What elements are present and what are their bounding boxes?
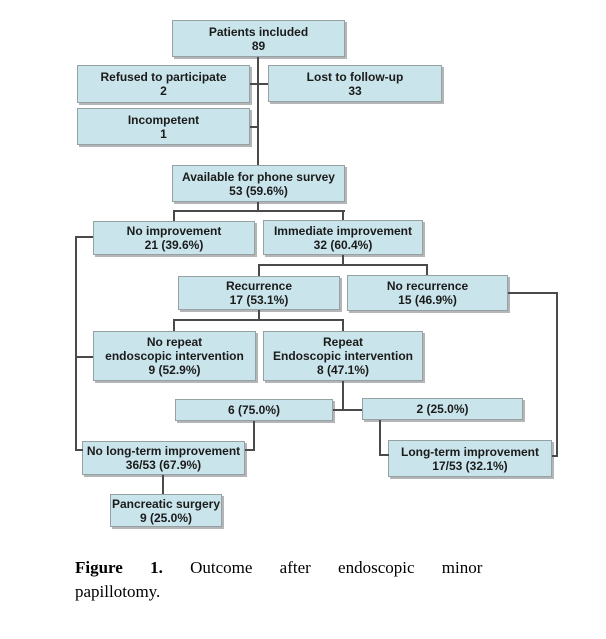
connector-no-longterm-to-pancreatic [162, 475, 164, 494]
node-value: 2 (25.0%) [416, 402, 469, 416]
node-label: Immediate improvement [273, 223, 413, 238]
figure-caption-label: Figure 1. [75, 558, 163, 577]
node-immediate-improvement: Immediate improvement 32 (60.4%) [263, 220, 423, 255]
connector-rail-longterm [552, 455, 558, 457]
node-lost-to-follow-up: Lost to follow-up 33 [268, 65, 442, 102]
node-label: Incompetent [127, 112, 200, 127]
figure-caption-line2: papillotomy. [75, 582, 161, 601]
node-label-line1: No repeat [146, 335, 203, 349]
node-value: 89 [251, 38, 266, 53]
connector-rail-no-longterm [75, 449, 83, 451]
node-value: 1 [160, 126, 167, 141]
node-value: 36/53 (67.9%) [125, 458, 202, 472]
connector-refused-lost [250, 83, 268, 85]
node-label: Patients included [208, 24, 309, 39]
node-value: 33 [348, 83, 362, 98]
figure-caption-text: Outcome after endoscopic minor [190, 558, 483, 577]
connector-split-improvement [173, 210, 345, 212]
node-patients-included: Patients included 89 [172, 20, 345, 57]
connector-split-recurrence [258, 264, 428, 266]
node-label: Lost to follow-up [306, 69, 404, 84]
node-value: 8 (47.1%) [316, 363, 370, 377]
node-label-line1: Repeat [322, 335, 363, 349]
connector-incompetent [250, 126, 259, 128]
node-value: 53 (59.6%) [229, 183, 288, 198]
node-value: 17 (53.1%) [229, 293, 289, 307]
connector-to-immediate-improvement [342, 210, 344, 220]
node-value: 6 (75.0%) [227, 403, 281, 417]
node-label: No recurrence [386, 279, 469, 293]
connector-split-repeat [173, 319, 344, 321]
connector-to-repeat [342, 319, 344, 331]
connector-left-rail [75, 236, 77, 451]
connector-two-down [379, 420, 381, 456]
figure-caption-line1: Figure 1. Outcome after endoscopic minor [75, 556, 537, 580]
node-value: 2 [160, 84, 167, 98]
node-available-for-phone-survey: Available for phone survey 53 (59.6%) [172, 165, 345, 202]
connector-repeat-down [342, 381, 344, 411]
figure-caption: Figure 1. Outcome after endoscopic minor… [75, 556, 537, 604]
node-recurrence: Recurrence 17 (53.1%) [178, 276, 340, 310]
node-no-improvement: No improvement 21 (39.6%) [93, 221, 255, 255]
connector-to-no-repeat [173, 319, 175, 331]
connector-patients-to-available [257, 57, 259, 165]
connector-six-to-no-longterm [245, 449, 255, 451]
node-label-line2: Endoscopic intervention [272, 349, 413, 363]
node-no-repeat-endoscopic-intervention: No repeat endoscopic intervention 9 (52.… [93, 331, 256, 381]
connector-six-two [333, 409, 362, 411]
node-label: Long-term improvement [400, 444, 539, 459]
connector-to-no-recurrence [426, 264, 428, 275]
node-incompetent: Incompetent 1 [77, 108, 250, 145]
connector-rail-no-repeat [75, 356, 93, 358]
connector-two-to-longterm [380, 454, 389, 456]
connector-six-down [253, 421, 255, 451]
node-value: 21 (39.6%) [144, 238, 204, 252]
connector-immediate-down [342, 255, 344, 266]
node-six-75pct: 6 (75.0%) [175, 399, 333, 421]
connector-to-recurrence [258, 264, 260, 276]
node-label: Refused to participate [100, 70, 227, 84]
connector-recurrence-down [258, 310, 260, 321]
connector-to-no-improvement [173, 210, 175, 221]
connector-right-rail [556, 292, 558, 457]
node-label-line2: endoscopic intervention [105, 349, 244, 363]
connector-no-recurrence-right [508, 292, 558, 294]
node-label: Recurrence [225, 279, 293, 293]
node-no-long-term-improvement: No long-term improvement 36/53 (67.9%) [82, 441, 245, 475]
node-label: Available for phone survey [182, 169, 335, 184]
node-label: No improvement [126, 224, 222, 238]
node-value: 9 (25.0%) [139, 510, 193, 525]
node-pancreatic-surgery: Pancreatic surgery 9 (25.0%) [110, 494, 222, 527]
node-value: 9 (52.9%) [148, 363, 201, 377]
connector-rail-no-improvement [75, 236, 93, 238]
node-label: Pancreatic surgery [111, 496, 221, 511]
node-no-recurrence: No recurrence 15 (46.9%) [347, 275, 508, 311]
node-value: 17/53 (32.1%) [432, 458, 508, 473]
node-value: 32 (60.4%) [313, 237, 373, 252]
node-repeat-endoscopic-intervention: Repeat Endoscopic intervention 8 (47.1%) [263, 331, 423, 381]
node-refused-to-participate: Refused to participate 2 [77, 65, 250, 103]
connector-available-down [257, 202, 259, 212]
node-label: No long-term improvement [86, 444, 241, 458]
node-value: 15 (46.9%) [398, 293, 457, 307]
node-long-term-improvement: Long-term improvement 17/53 (32.1%) [388, 440, 552, 477]
node-two-25pct: 2 (25.0%) [362, 398, 523, 420]
